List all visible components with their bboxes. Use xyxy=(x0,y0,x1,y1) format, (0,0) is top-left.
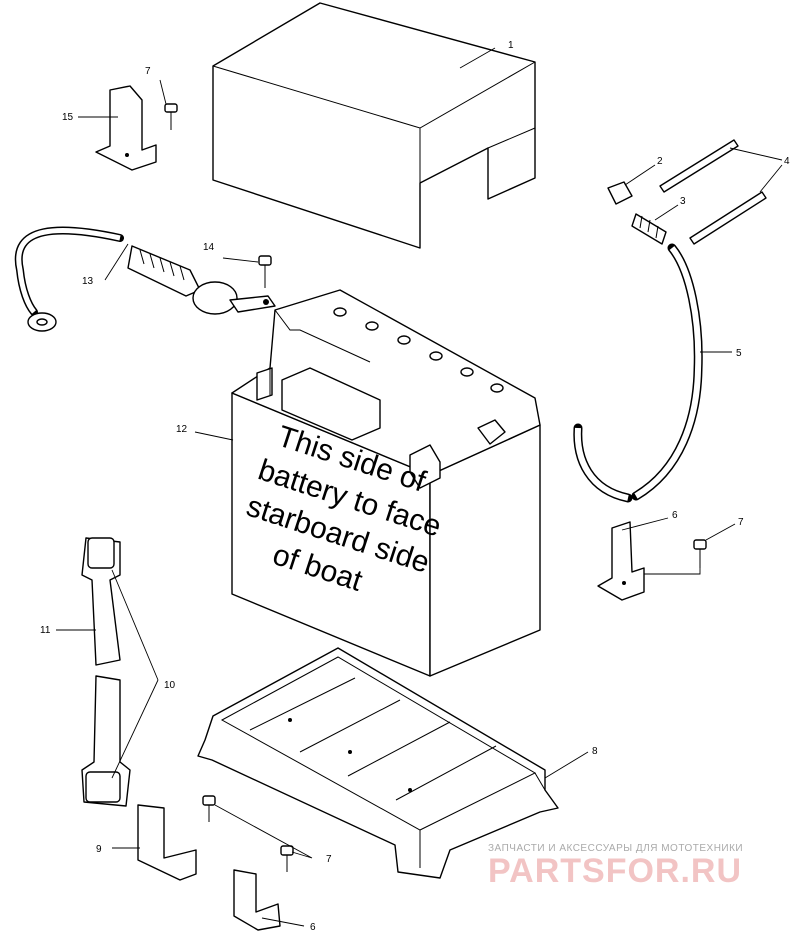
callout-2: 2 xyxy=(657,156,663,167)
callout-14: 14 xyxy=(203,242,215,253)
callout-15: 15 xyxy=(62,112,74,123)
hold-down-strap xyxy=(81,537,131,807)
callout-6-right: 6 xyxy=(672,510,678,521)
battery-cover xyxy=(212,2,536,249)
leader-lines xyxy=(56,47,783,927)
watermark-tagline: ЗАПЧАСТИ И АКСЕССУАРЫ ДЛЯ МОТОТЕХНИКИ xyxy=(488,843,743,854)
screw-14 xyxy=(258,255,272,288)
battery-cell-caps xyxy=(333,307,504,393)
callout-4: 4 xyxy=(784,156,790,167)
callout-12: 12 xyxy=(176,424,188,435)
bracket-15 xyxy=(95,85,157,171)
callout-1: 1 xyxy=(508,40,514,51)
callout-6-bottom: 6 xyxy=(310,922,316,933)
callout-3: 3 xyxy=(680,196,686,207)
callout-8: 8 xyxy=(592,746,598,757)
watermark: ЗАПЧАСТИ И АКСЕССУАРЫ ДЛЯ МОТОТЕХНИКИ PA… xyxy=(488,843,743,890)
callout-11: 11 xyxy=(40,625,51,636)
callout-7-bottom: 7 xyxy=(326,854,332,865)
callout-10: 10 xyxy=(164,680,176,691)
callout-7-top: 7 xyxy=(145,66,151,77)
callout-13: 13 xyxy=(82,276,94,287)
screw-7-bottom-a xyxy=(202,795,216,822)
bracket-9 xyxy=(137,804,197,881)
callout-9: 9 xyxy=(96,844,102,855)
callout-numbers: 1 7 15 2 4 3 14 13 5 12 6 7 11 10 8 9 7 … xyxy=(40,40,790,933)
callout-7-right: 7 xyxy=(738,517,744,528)
callout-5: 5 xyxy=(736,348,742,359)
battery xyxy=(231,289,541,677)
screw-7-top xyxy=(164,103,178,130)
bracket-6-bottom xyxy=(233,869,281,931)
battery-tray xyxy=(197,647,559,879)
vent-tube-assembly xyxy=(573,139,767,503)
screw-7-bottom-b xyxy=(280,845,294,872)
bracket-6-right xyxy=(597,521,645,601)
watermark-brand: PARTSFOR.RU xyxy=(488,852,742,890)
cable-13 xyxy=(14,226,276,332)
